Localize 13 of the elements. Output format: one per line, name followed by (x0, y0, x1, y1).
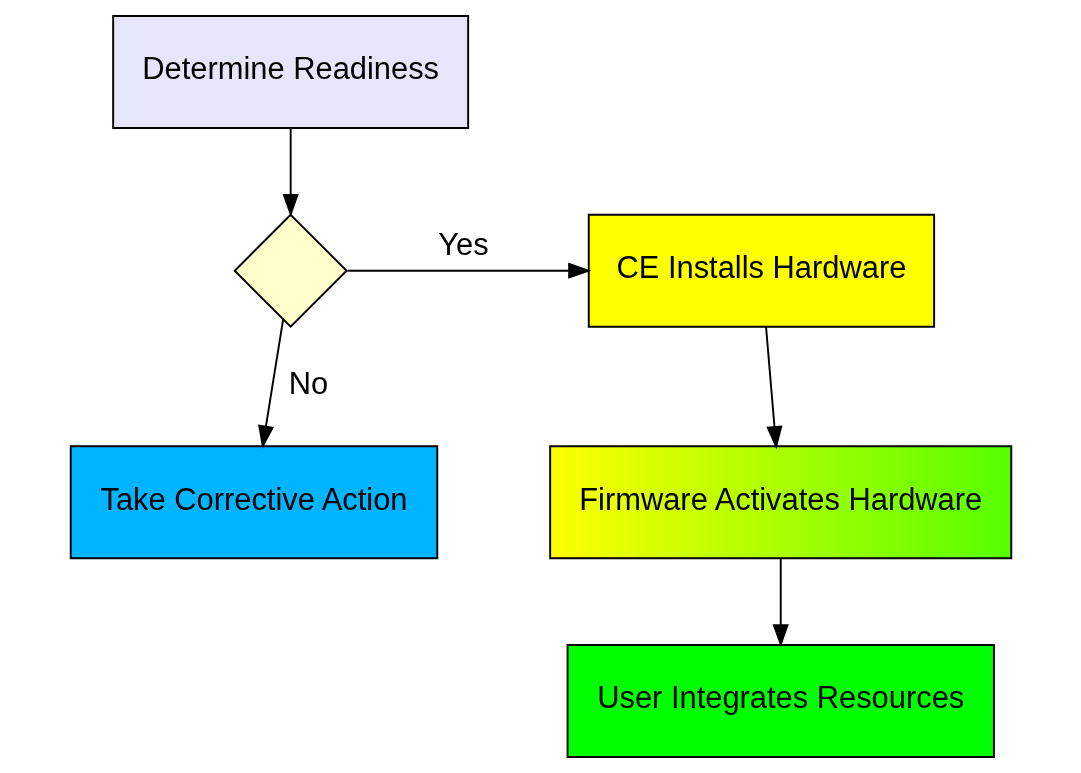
edge-label: Yes (437, 226, 489, 262)
arrow (772, 557, 789, 648)
node-box: Take Corrective Action (69, 445, 438, 560)
edge-label: No (288, 365, 328, 401)
node-diamond (232, 213, 348, 329)
arrow (257, 318, 284, 449)
node-box: User Integrates Resources (566, 644, 995, 758)
arrow (282, 127, 299, 218)
node-box: CE Installs Hardware (587, 213, 935, 328)
node-box: Firmware Activates Hardware (548, 445, 1012, 560)
arrow (764, 326, 782, 450)
node-box: Determine Readiness (111, 15, 469, 129)
arrow (346, 262, 591, 279)
